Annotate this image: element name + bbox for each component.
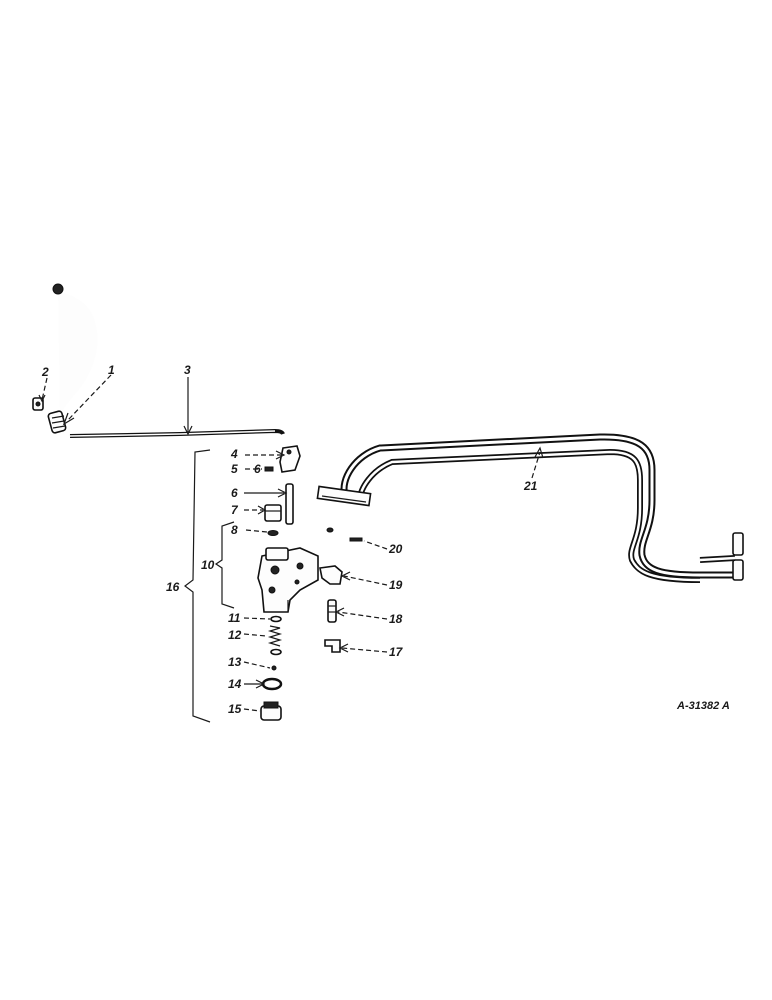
check-ball [271,665,277,671]
lever-knob [32,397,44,411]
assembly-bracket-10 [214,521,235,609]
callout-8: 8 [231,523,238,537]
callout-1: 1 [108,363,115,377]
callout-4: 4 [230,447,238,461]
callout-20: 20 [388,542,403,556]
callout-19: 19 [389,578,403,592]
callout-7: 7 [231,503,239,517]
hydraulic-pipe-assembly [316,433,744,583]
elbow-fitting [324,639,341,653]
callout-2: 2 [41,365,49,379]
pin [264,466,274,472]
callout-21: 21 [523,479,538,493]
valve-arm [279,445,301,473]
callout-10: 10 [201,558,215,572]
callout-14: 14 [228,677,242,691]
small-fitting [326,527,363,542]
valve-spring [267,625,283,647]
callout-18: 18 [389,612,403,626]
callout-16: 16 [166,580,180,594]
gasket-ring [261,677,283,691]
valve-washer [270,615,282,623]
callout-11: 11 [228,611,241,625]
callout-6: 6 [231,486,238,500]
spring-seat [270,648,282,656]
valve-plug [260,701,282,721]
callout-5b: 6 [254,462,261,476]
callout-12: 12 [228,628,242,642]
drawing-reference-code: A-31382 A [676,700,730,712]
tee-fitting [319,565,343,585]
control-lever [47,283,101,434]
leader-lines [38,374,544,712]
control-rod [69,428,285,438]
assembly-bracket-16 [184,449,211,723]
callout-3: 3 [184,363,191,377]
packing-nut [264,504,282,522]
callout-13: 13 [228,655,242,669]
callout-15: 15 [228,702,242,716]
pipe-nipple [327,599,337,623]
packing-washer [267,530,279,536]
valve-body [257,547,319,613]
callout-5: 5 [231,462,238,476]
callout-17: 17 [389,645,404,659]
valve-shaft [285,483,294,525]
